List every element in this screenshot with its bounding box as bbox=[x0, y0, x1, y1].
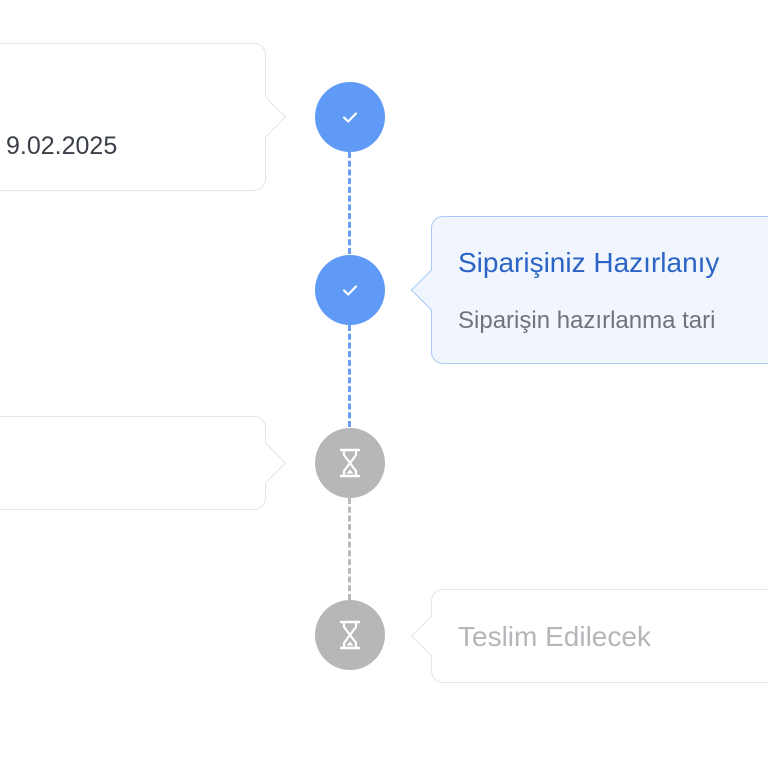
step-date: 9.02.2025 bbox=[6, 132, 118, 160]
card-pointer bbox=[243, 441, 287, 485]
check-icon bbox=[342, 112, 358, 123]
timeline-card-step-2: Siparişiniz Hazırlanıy Siparişin hazırla… bbox=[410, 216, 768, 364]
check-icon bbox=[342, 285, 358, 296]
timeline-card-step-3 bbox=[0, 416, 287, 510]
step-4-status-node bbox=[315, 600, 385, 670]
timeline-card-step-1: 9.02.2025 bbox=[0, 43, 287, 191]
timeline-connector-done bbox=[348, 325, 351, 427]
timeline-connector-pending bbox=[348, 498, 351, 600]
step-title: Teslim Edilecek bbox=[458, 621, 651, 652]
card-pointer bbox=[410, 268, 454, 312]
step-title: Siparişiniz Hazırlanıy bbox=[458, 247, 720, 278]
step-1-status-node bbox=[315, 82, 385, 152]
timeline-connector-done bbox=[348, 152, 351, 254]
step-3-status-node bbox=[315, 428, 385, 498]
card-pointer bbox=[243, 95, 287, 139]
card-pointer bbox=[410, 614, 454, 658]
hourglass-icon bbox=[339, 620, 361, 650]
hourglass-icon bbox=[339, 448, 361, 478]
timeline-card-step-4: Teslim Edilecek bbox=[410, 589, 768, 683]
step-2-status-node bbox=[315, 255, 385, 325]
step-subtitle: Siparişin hazırlanma tari bbox=[458, 307, 716, 334]
